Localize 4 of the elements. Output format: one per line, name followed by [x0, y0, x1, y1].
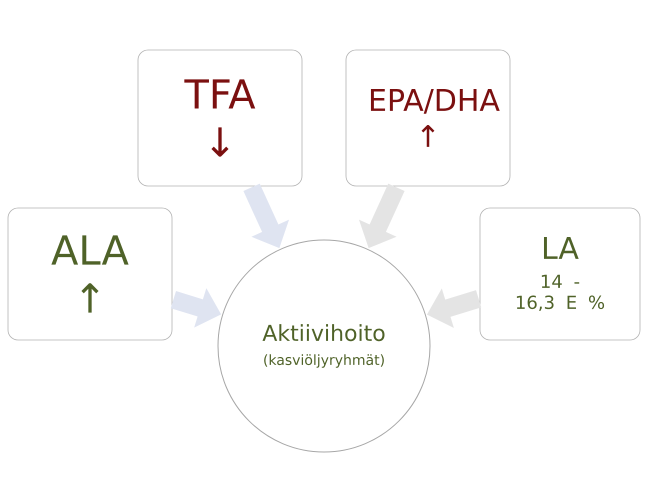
text-box: TFA ↓ [138, 50, 302, 186]
text-box: ALA ↑ [8, 208, 172, 340]
text-box: EPA/DHA ↑ [346, 50, 510, 186]
text-box: LA 14 -16,3 E % [480, 208, 640, 340]
